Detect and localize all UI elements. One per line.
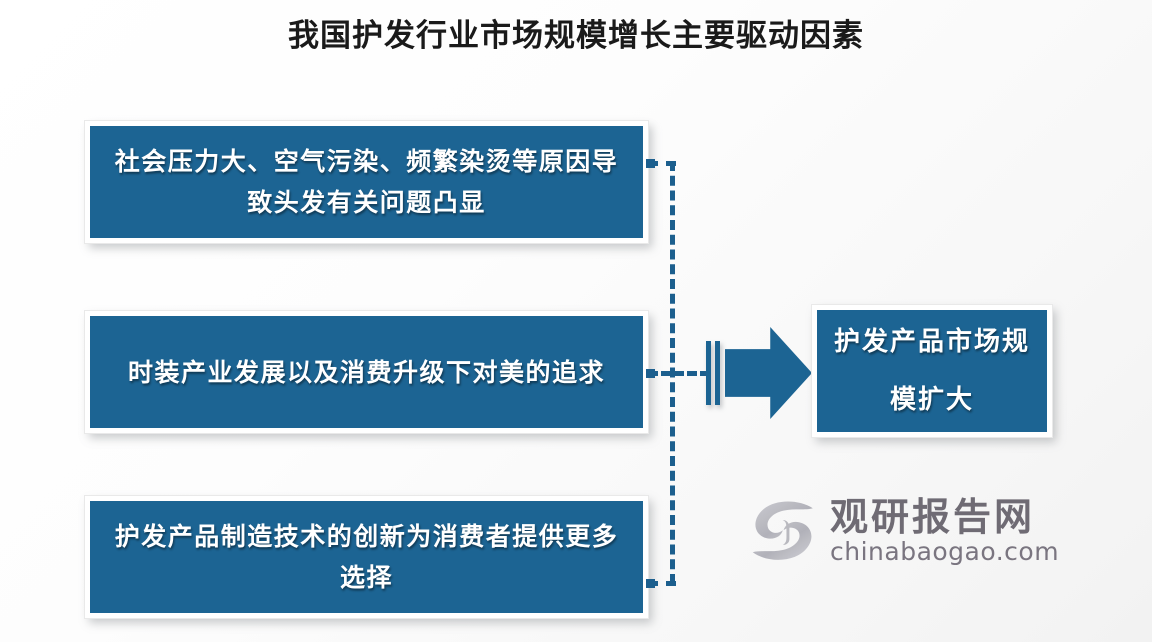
driver-box-2-label: 时装产业发展以及消费升级下对美的追求 [127, 357, 605, 387]
driver-box-3-label: 护发产品制造技术的创新为消费者提供更多选择 [114, 522, 619, 592]
arrow-body [725, 327, 812, 419]
arrow-tail-bar-1 [706, 341, 711, 405]
connector-joint-2 [646, 369, 655, 378]
flow-arrow-icon [706, 327, 812, 419]
connector-trunk-vertical [670, 161, 675, 584]
connector-driver-1 [648, 161, 676, 166]
watermark-text: 观研报告网 chinabaogao.com [830, 496, 1059, 566]
driver-box-2: 时装产业发展以及消费升级下对美的追求 [84, 310, 649, 434]
watermark: 观研报告网 chinabaogao.com [748, 492, 1059, 570]
watermark-brand-cn: 观研报告网 [830, 494, 1036, 539]
result-box: 护发产品市场规模扩大 [811, 304, 1053, 438]
driver-box-1-label: 社会压力大、空气污染、频繁染烫等原因导致头发有关问题凸显 [114, 147, 619, 217]
connector-joint-3 [646, 579, 655, 588]
connector-driver-2 [648, 371, 710, 376]
page-title: 我国护发行业市场规模增长主要驱动因素 [288, 18, 864, 54]
watermark-brand-url: chinabaogao.com [830, 537, 1060, 566]
arrow-tail-bar-2 [715, 341, 720, 405]
driver-box-1: 社会压力大、空气污染、频繁染烫等原因导致头发有关问题凸显 [84, 120, 649, 244]
result-box-label: 护发产品市场规模扩大 [833, 327, 1030, 415]
swirl-logo-icon [752, 501, 813, 560]
driver-box-3: 护发产品制造技术的创新为消费者提供更多选择 [84, 495, 649, 619]
connector-joint-1 [646, 159, 655, 168]
connector-driver-3 [648, 581, 676, 586]
